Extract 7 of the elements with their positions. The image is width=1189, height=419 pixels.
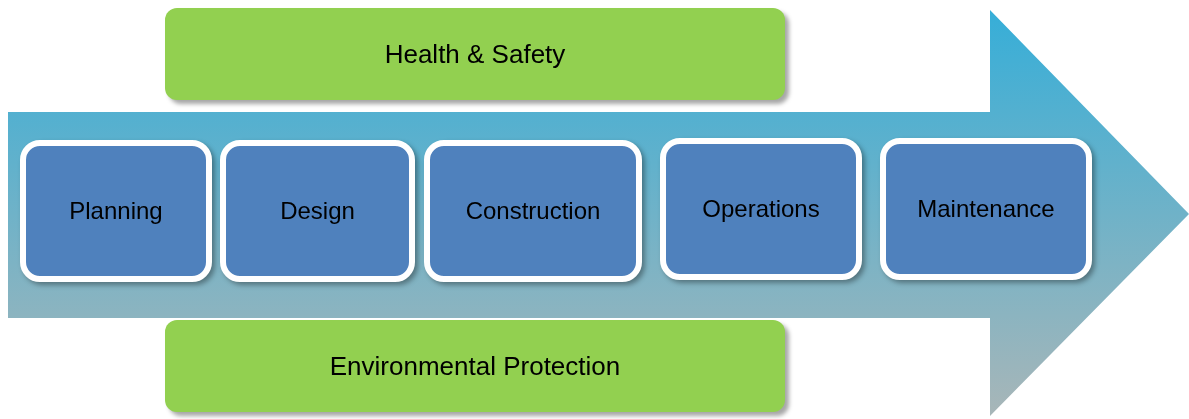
stage-box: Construction xyxy=(424,140,642,282)
category-band: Health & Safety xyxy=(165,8,785,100)
stage-box: Design xyxy=(220,140,415,282)
stage-box: Maintenance xyxy=(880,138,1092,280)
stage-box: Operations xyxy=(660,138,862,280)
stage-box: Planning xyxy=(20,140,212,282)
category-band: Environmental Protection xyxy=(165,320,785,412)
